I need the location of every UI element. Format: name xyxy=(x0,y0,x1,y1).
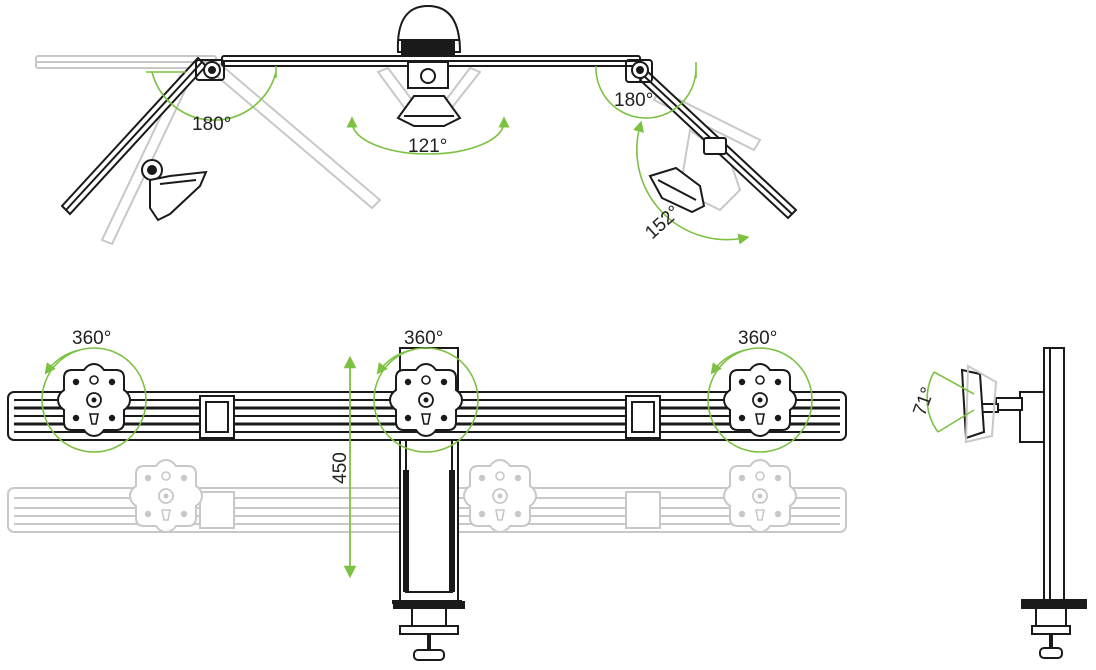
top-view-center-pole xyxy=(396,4,462,55)
side-view-pole xyxy=(1021,347,1087,659)
right-arm-inner-angle-label: 152° xyxy=(641,202,684,244)
top-view-angle-arcs xyxy=(146,62,750,245)
front-view-rotation-circles xyxy=(41,347,813,453)
front-view-pole xyxy=(392,347,465,661)
left-arm-angle-label: 180° xyxy=(192,114,231,135)
side-view-head xyxy=(960,368,1045,443)
center-head-angle-label: 121° xyxy=(408,136,447,157)
left-rotation-label: 360° xyxy=(72,328,111,349)
top-view-ghost-left-arm xyxy=(35,55,382,246)
top-view-center-head xyxy=(376,61,482,127)
height-adjust-label: 450 xyxy=(330,452,351,484)
side-view-ghost-tilt xyxy=(964,364,998,444)
right-rotation-label: 360° xyxy=(738,328,777,349)
side-view-tilt-label: 71° xyxy=(909,384,939,418)
left-vesa-plate xyxy=(57,363,131,437)
top-view-angle-labels: 180° 121° 180° 152° xyxy=(192,90,685,244)
side-view: 71° xyxy=(909,347,1087,659)
top-view-left-arm xyxy=(60,56,225,222)
center-rotation-label: 360° xyxy=(404,328,443,349)
side-view-tilt-arc xyxy=(926,371,939,433)
center-vesa-plate xyxy=(389,363,463,437)
right-vesa-plate xyxy=(723,363,797,437)
top-view: 180° 121° 180° 152° xyxy=(35,4,798,246)
right-arm-outer-angle-label: 180° xyxy=(614,90,653,111)
front-view: 360° 360° 360° 450 xyxy=(7,328,847,661)
